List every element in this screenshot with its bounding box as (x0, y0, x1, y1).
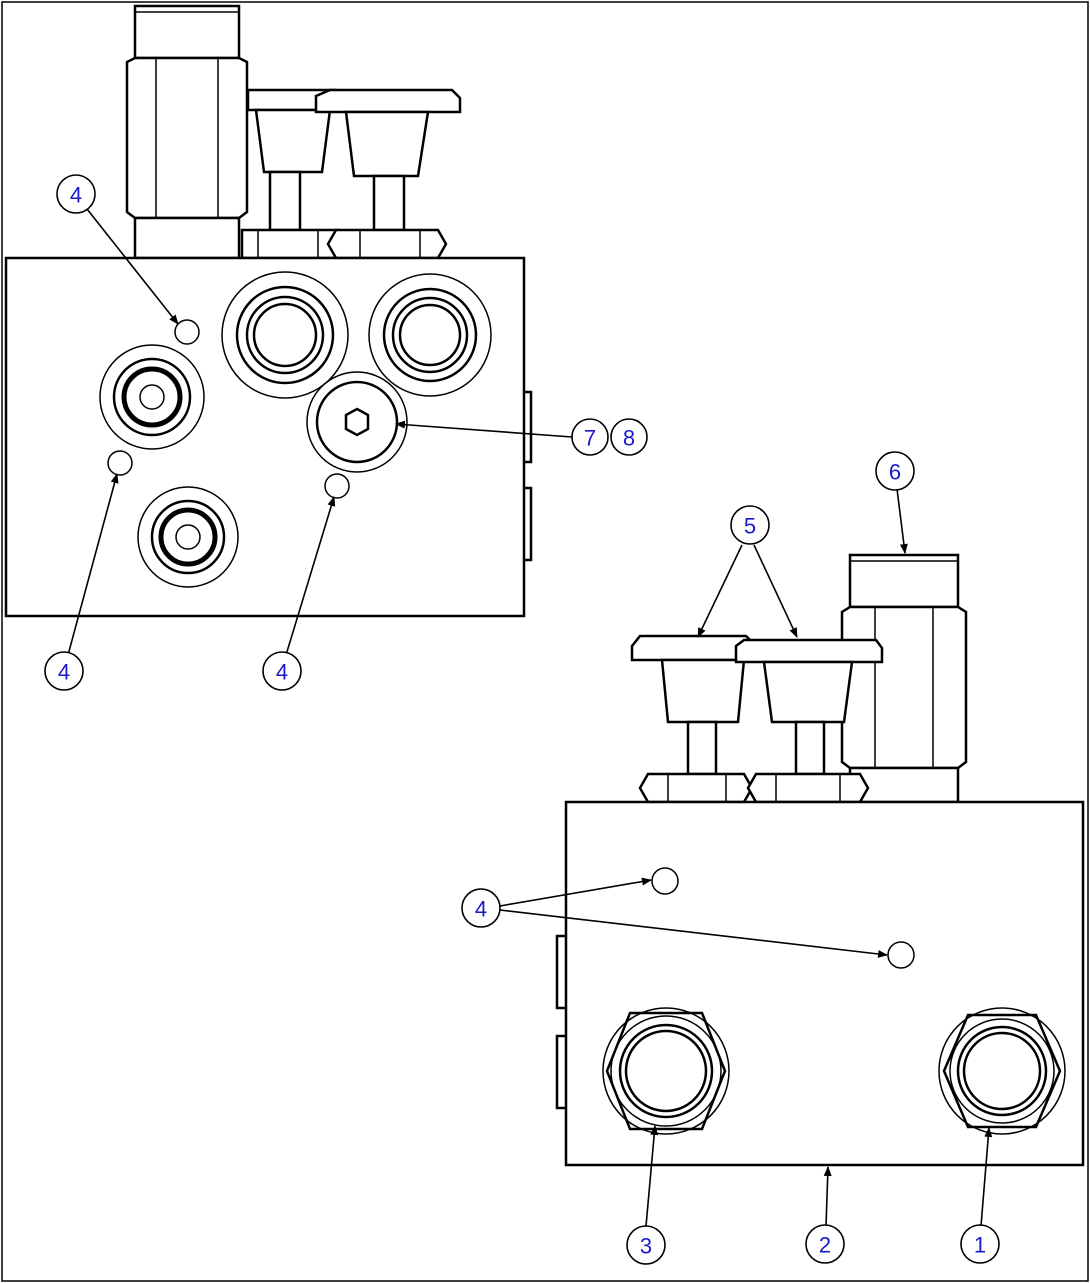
callout-label: 6 (889, 460, 901, 485)
callout-4-top: 4 (56, 174, 96, 214)
callout-7: 7 (571, 418, 609, 456)
callout-label: 2 (819, 1233, 831, 1258)
callout-4-middle: 4 (262, 651, 302, 691)
callout-4-left: 4 (44, 651, 84, 691)
cartridge-hex (125, 56, 249, 220)
front-view-valve-block (555, 553, 1085, 1167)
callout-1: 1 (960, 1224, 1000, 1264)
callout-label: 3 (640, 1234, 652, 1259)
cartridge-cap (133, 4, 241, 60)
callout-label: 1 (974, 1233, 986, 1258)
callout-label: 4 (276, 660, 288, 685)
callout-label: 4 (70, 183, 82, 208)
callout-3: 3 (626, 1225, 666, 1265)
callout-label: 5 (744, 514, 756, 539)
callout-6: 6 (875, 451, 915, 491)
cartridge-cap (848, 553, 960, 609)
callout-5: 5 (730, 505, 770, 545)
top-view-valve-block (4, 4, 533, 618)
leader-lines (67, 208, 993, 1227)
callout-label: 7 (584, 426, 596, 451)
cartridge-hex (840, 605, 968, 770)
callout-label: 4 (58, 660, 70, 685)
callout-label: 4 (475, 897, 487, 922)
callout-4-front: 4 (461, 888, 501, 928)
callout-label: 8 (623, 426, 635, 451)
callout-8: 8 (610, 418, 648, 456)
callout-2: 2 (805, 1224, 845, 1264)
cartridge-base (133, 216, 241, 260)
